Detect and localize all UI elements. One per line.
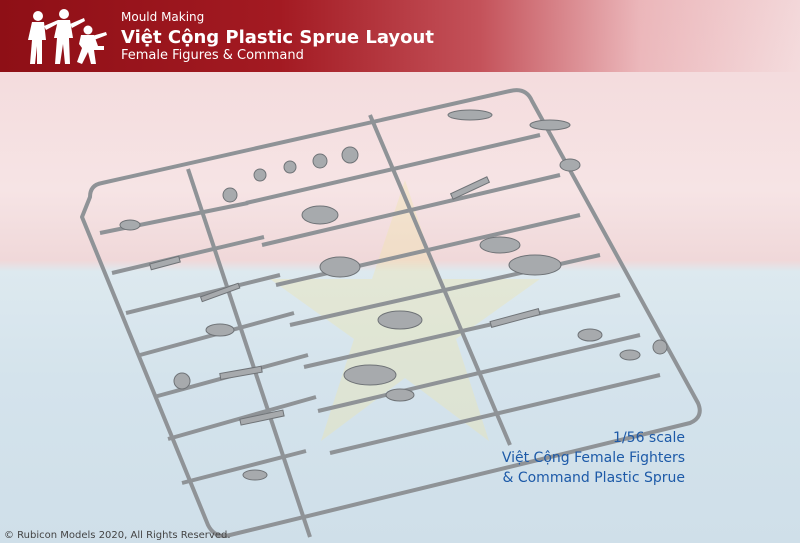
scale-caption: 1/56 scale Việt Cộng Female Fighters & C… [502, 428, 685, 488]
header-banner: Mould Making Việt Cộng Plastic Sprue Lay… [0, 0, 800, 72]
caption-line-scale: 1/56 scale [613, 430, 685, 446]
header-kicker: Mould Making [121, 10, 205, 24]
copyright-notice: © Rubicon Models 2020, All Rights Reserv… [4, 530, 231, 541]
page-subtitle: Female Figures & Command [121, 48, 304, 63]
sprue-frame-image [80, 88, 702, 538]
caption-line-product: Việt Cộng Female Fighters [501, 450, 685, 466]
caption-line-detail: & Command Plastic Sprue [502, 470, 685, 486]
soldiers-logo-icon [28, 9, 107, 64]
page-title: Việt Cộng Plastic Sprue Layout [121, 27, 434, 48]
star-watermark [270, 180, 540, 441]
